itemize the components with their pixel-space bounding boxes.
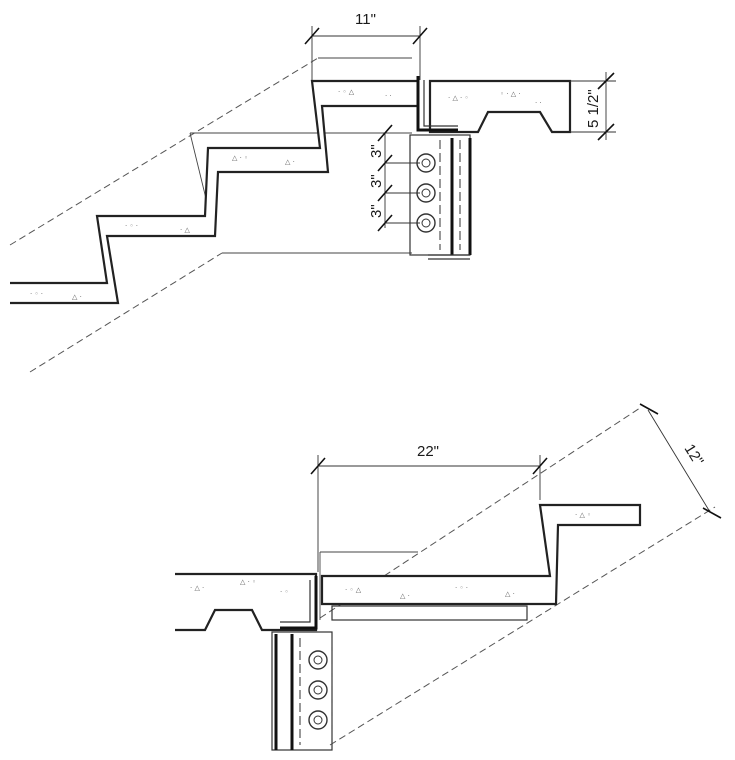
landing-slab <box>428 79 572 134</box>
svg-text:△ · ◦: △ · ◦ <box>232 154 248 162</box>
bolt-spacing-label-3: 3" <box>368 204 385 218</box>
svg-text:· ◦ ·: · ◦ · <box>125 222 138 230</box>
svg-text:· ·: · · <box>535 99 542 107</box>
concrete-hatch: · ◦ · △ · · ◦ · · △ △ · ◦ △ · · ◦ △ · · <box>30 88 392 301</box>
svg-text:· ◦ ·: · ◦ · <box>455 584 468 592</box>
svg-text:△ · ◦: △ · ◦ <box>240 578 256 586</box>
landing-dimension-label: 22" <box>417 443 439 460</box>
svg-text:△ ·: △ · <box>72 293 82 301</box>
support-channel-lower <box>271 631 333 751</box>
lower-detail: · △ · △ · ◦ · ◦ · ◦ △ △ · · ◦ · △ · · △ … <box>175 403 722 751</box>
svg-text:· △ ·: · △ · <box>190 584 204 592</box>
svg-text:· ◦ △: · ◦ △ <box>338 88 355 96</box>
svg-text:· △ ◦: · △ ◦ <box>575 511 591 519</box>
svg-text:◦ · △ ·: ◦ · △ · <box>500 90 521 98</box>
bolt-group-lower <box>308 650 328 730</box>
svg-text:· △ · ◦: · △ · ◦ <box>448 94 469 102</box>
svg-text:△ ·: △ · <box>400 592 410 600</box>
tread-width-label: 11" <box>355 11 376 28</box>
stringer-bottom-edge <box>29 252 223 373</box>
slab-thickness-label: 5 1/2" <box>585 89 602 128</box>
stair-pan-slab-lower <box>320 503 642 606</box>
bolt-spacing-label-2: 3" <box>368 174 385 188</box>
stringer-top-edge-lower <box>319 407 641 619</box>
svg-text:· ◦ ·: · ◦ · <box>30 290 43 298</box>
stringer-depth-dimension: 12" <box>639 403 722 519</box>
stair-angle-lower <box>280 576 318 630</box>
stringer-depth-label: 12" <box>681 441 707 469</box>
stringer-top-edge <box>9 57 319 246</box>
stair-pan-slab <box>10 79 420 305</box>
svg-text:· ◦: · ◦ <box>280 588 289 596</box>
svg-text:· △: · △ <box>180 226 190 234</box>
upper-detail: · ◦ · △ · · ◦ · · △ △ · ◦ △ · · ◦ △ · · … <box>9 11 616 373</box>
stringer-bottom-edge-lower <box>329 506 716 746</box>
svg-text:· ◦ △: · ◦ △ <box>345 586 362 594</box>
svg-text:· ·: · · <box>385 92 392 100</box>
bolt-spacing-label-1: 3" <box>368 144 385 158</box>
landing-dimension: 22" <box>310 443 548 572</box>
stair-angle <box>416 76 458 132</box>
tread-width-dimension: 11" <box>304 11 428 80</box>
bolt-spacing-dimension: 3" 3" 3" <box>368 124 420 232</box>
svg-text:△ ·: △ · <box>285 158 295 166</box>
svg-text:△ ·: △ · <box>505 590 515 598</box>
slab-thickness-dimension: 5 1/2" <box>570 72 616 141</box>
